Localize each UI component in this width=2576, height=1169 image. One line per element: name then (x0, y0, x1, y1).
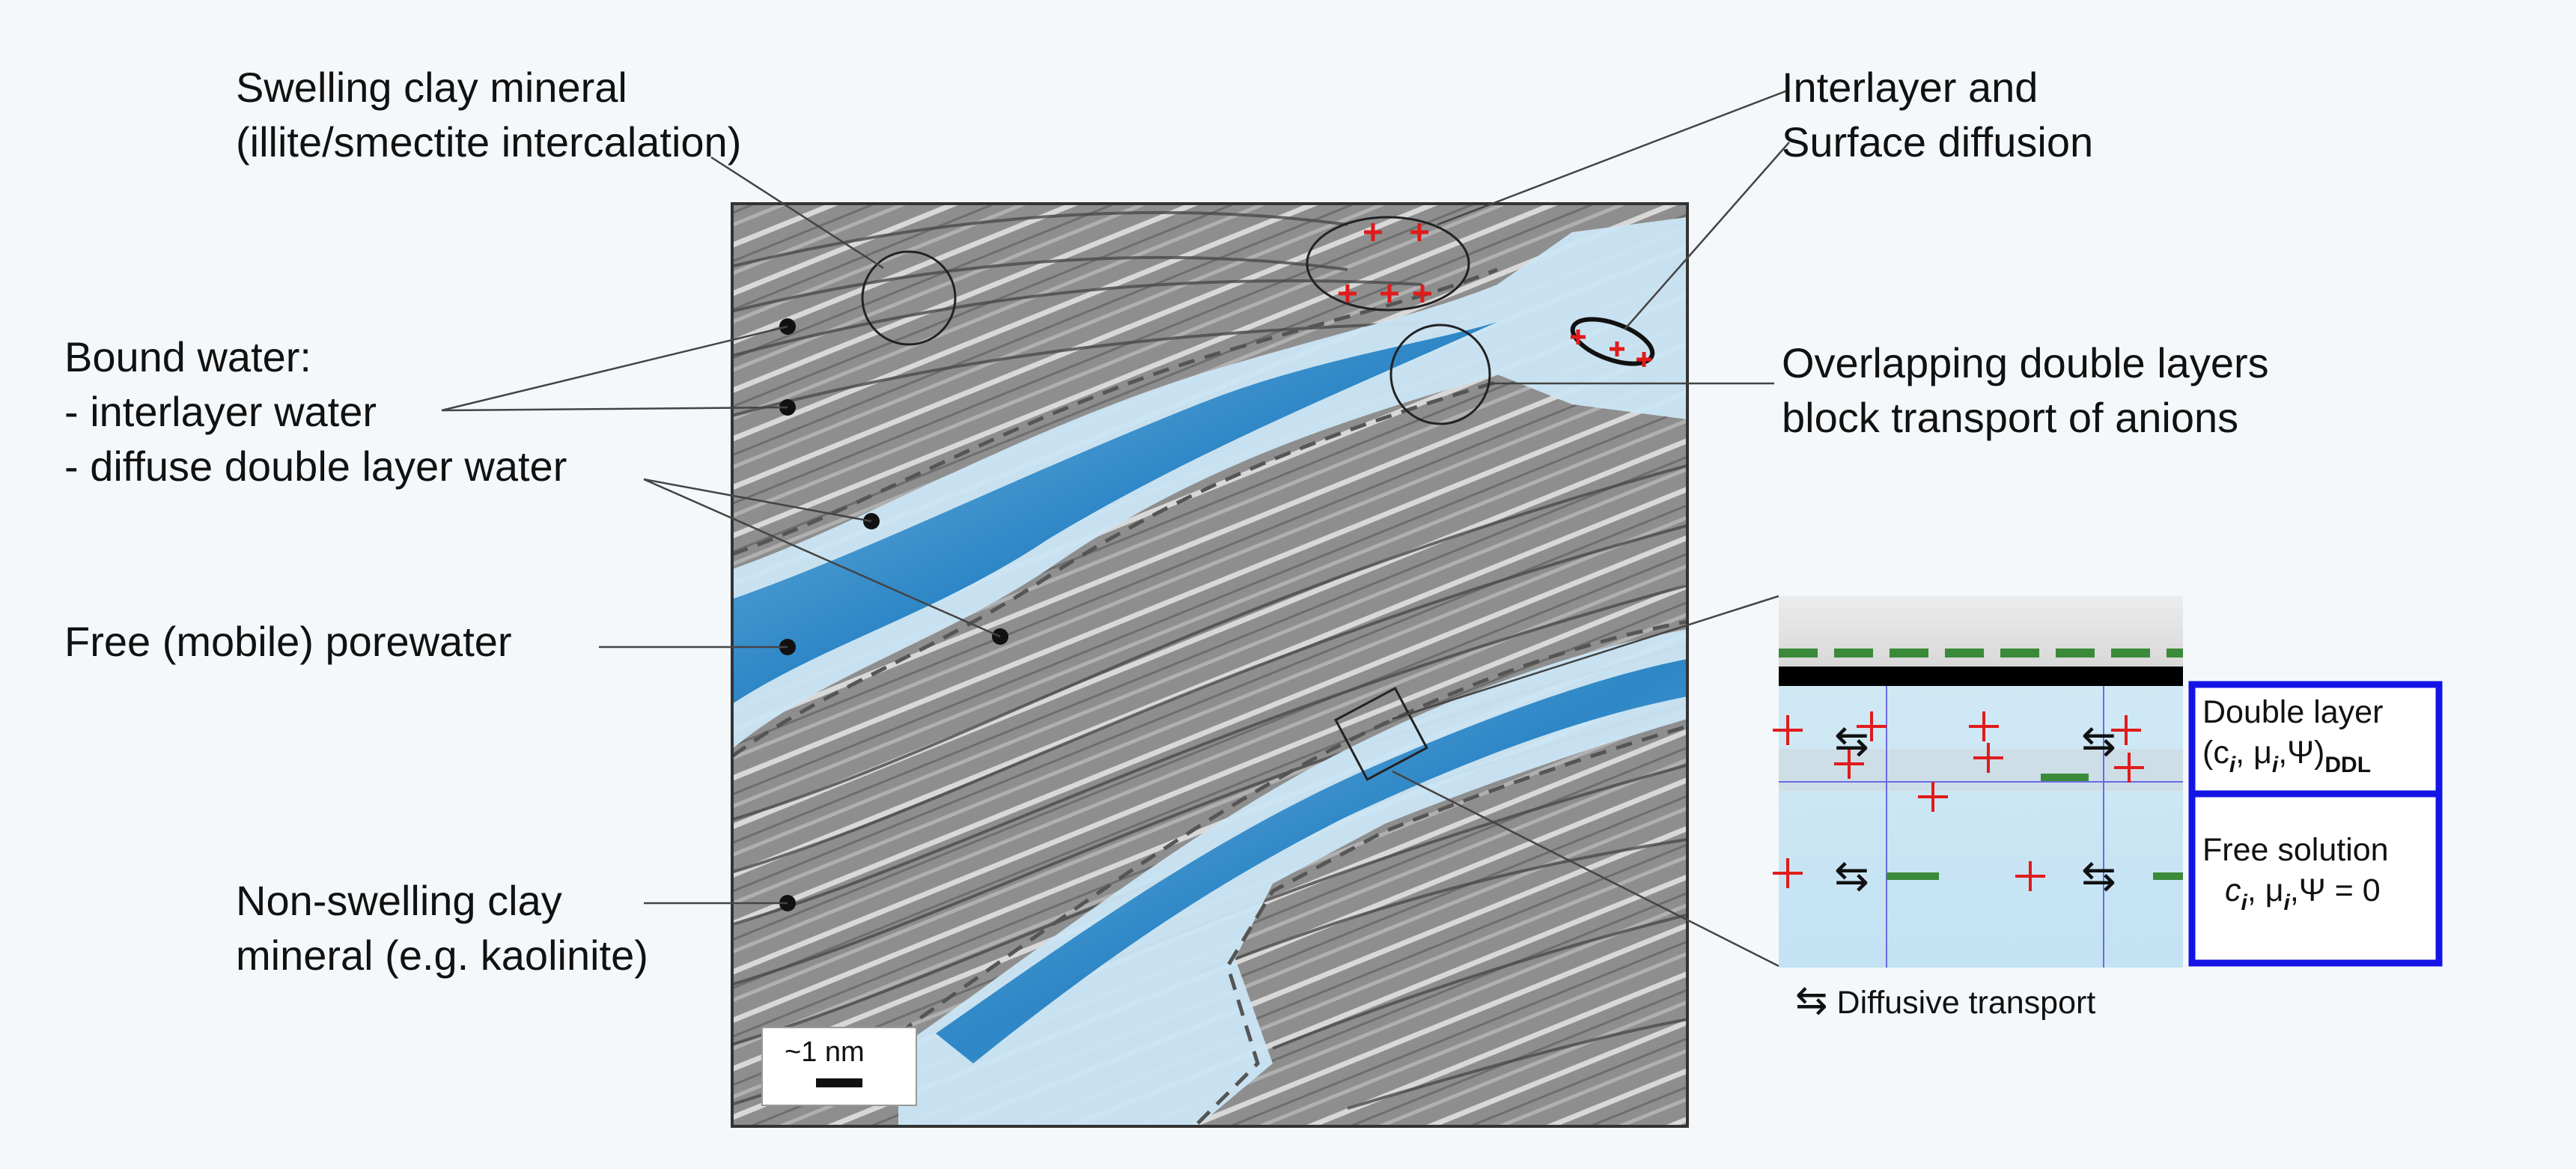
label-bound-water-title: Bound water: (64, 333, 311, 380)
label-bound-water: Bound water: - interlayer water - diffus… (64, 330, 567, 494)
label-nonswelling-line1: Non-swelling clay (236, 877, 562, 924)
callout-shapes (861, 216, 1491, 781)
label-swelling: Swelling clay mineral (illite/smectite i… (236, 60, 741, 169)
label-ddl-water: - diffuse double layer water (64, 443, 567, 490)
inset-panel (1773, 596, 2183, 968)
cations-callout (1339, 223, 1651, 367)
transport-arrow-3: ⇆ (1834, 851, 1869, 899)
free-solution-box (2188, 790, 2443, 967)
micrograph-frame (731, 202, 1689, 1128)
label-overlap-line1: Overlapping double layers (1782, 339, 2269, 386)
free-solution-label: Free solution ci, μi,Ψ = 0 (2202, 830, 2389, 923)
free-solution-vars: ci, μi,Ψ = 0 (2225, 872, 2381, 915)
double-layer-label: Double layer (ci, μi,Ψ)DDL (2202, 692, 2383, 786)
diffusive-transport-legend: ⇆ Diffusive transport (1795, 978, 2095, 1023)
leader-lines (441, 88, 1790, 968)
label-interlayer-water: - interlayer water (64, 388, 377, 435)
transport-arrow-1: ⇆ (1834, 717, 1869, 764)
surface-diffusion-ellipse (1570, 317, 1655, 366)
label-interlayer-line1: Interlayer and (1782, 64, 2038, 111)
label-interlayer-line2: Surface diffusion (1782, 118, 2094, 166)
transport-arrow-4: ⇆ (2081, 851, 2116, 899)
label-nonswelling: Non-swelling clay mineral (e.g. kaolinit… (236, 873, 648, 983)
double-layer-vars: (ci, μi,Ψ)DDL (2202, 735, 2372, 777)
label-interlayer: Interlayer and Surface diffusion (1782, 60, 2093, 169)
scale-bar-label: ~1 nm (785, 1036, 865, 1068)
scale-bar-box (761, 1027, 917, 1106)
label-nonswelling-line2: mineral (e.g. kaolinite) (236, 932, 648, 979)
legend-box-bg (2192, 684, 2439, 963)
label-overlap-line2: block transport of anions (1782, 394, 2239, 441)
transport-arrow-2: ⇆ (2081, 717, 2116, 764)
scale-bar (816, 1078, 862, 1087)
free-solution-title: Free solution (2202, 832, 2389, 868)
label-free-porewater: Free (mobile) porewater (64, 618, 512, 665)
diffusive-transport-icon: ⇆ (1795, 979, 1828, 1022)
label-swelling-line1: Swelling clay mineral (236, 64, 627, 111)
label-overlap: Overlapping double layers block transpor… (1782, 335, 2269, 445)
clay-micrograph (732, 204, 1687, 1126)
label-swelling-line2: (illite/smectite intercalation) (236, 118, 742, 166)
double-layer-title: Double layer (2202, 694, 2384, 730)
diffusive-transport-label: Diffusive transport (1836, 985, 2096, 1021)
